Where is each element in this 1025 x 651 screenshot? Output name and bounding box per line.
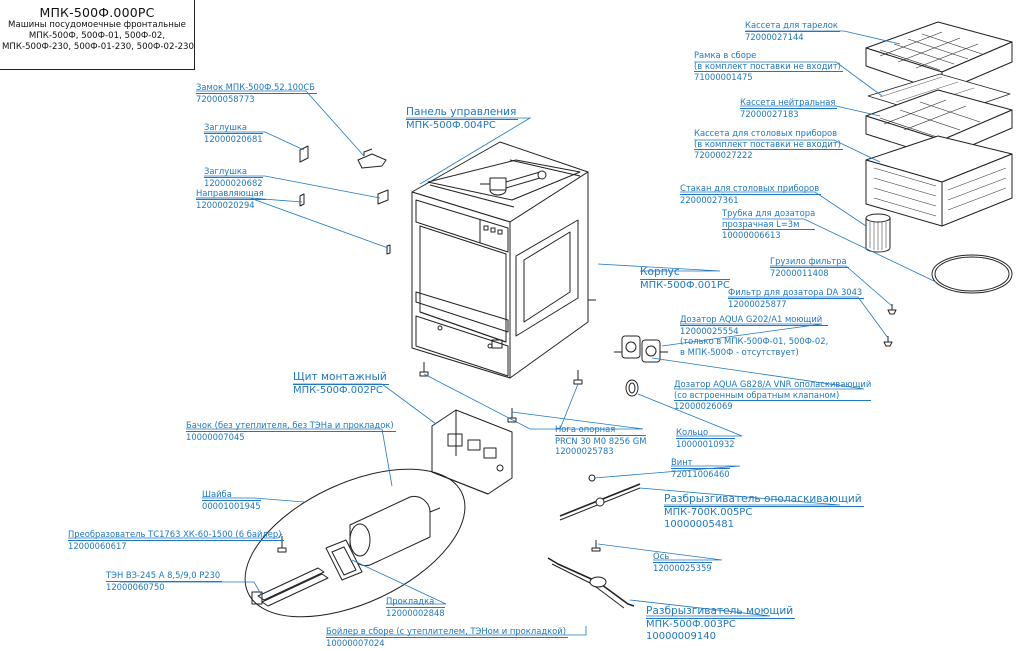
label-panel: Панель управления МПК-500Ф.004РС (406, 106, 519, 131)
title-line-3: МПК-500Ф-230, 500Ф-01-230, 500Ф-02-230 (2, 42, 194, 52)
title-block: МПК-500Ф.000РС Машины посудомоечные фрон… (0, 0, 195, 70)
wash-spray-arm (547, 557, 635, 609)
label-korpus: Корпус МПК-500Ф.001РС (640, 266, 730, 291)
drawing-number: МПК-500Ф.000РС (39, 5, 155, 20)
label-ten: ТЭН ВЗ-245 А 8,5/9,0 Р230 12000060750 (106, 570, 223, 592)
label-filtr: Фильтр для дозатора DA 3043 12000025877 (728, 287, 865, 309)
label-shayba: Шайба 00001001945 (202, 489, 261, 511)
cutlery-rack (865, 135, 1013, 227)
label-bachok: Бачок (без утеплителя, без ТЭНа и прокла… (186, 420, 396, 442)
leader-lines (68, 30, 937, 636)
mounting-panel (431, 409, 513, 495)
label-kasseta-tarelok: Кассета для тарелок 72000027144 (745, 20, 840, 42)
label-napravlyayushchaya: Направляющая 12000020294 (196, 188, 266, 210)
label-shchit: Щит монтажный МПК-500Ф.002РС (293, 371, 389, 396)
label-boyler: Бойлер в сборе (с утеплителем, ТЭНом и п… (326, 626, 569, 648)
label-zamok: Замок МПК-500Ф.52.100СБ 72000058773 (196, 82, 317, 104)
label-preobrazovatel: Преобразователь ТС1763 ХК-60-1500 (6 бай… (68, 529, 284, 551)
label-trubka: Трубка для дозатора прозрачная L=3м 1000… (722, 208, 816, 240)
dosing-tube (931, 254, 1013, 294)
label-gruzilo: Грузило фильтра 72000011408 (770, 256, 849, 278)
label-ramka: Рамка в сборе (в комплект поставки не вх… (694, 50, 843, 82)
label-koltso: Кольцо 10000010932 (676, 427, 735, 449)
label-kasseta-neytr: Кассета нейтральная 72000027183 (740, 97, 838, 119)
label-dozator-moyushchiy: Дозатор AQUA G202/A1 моющий 12000025554 … (680, 314, 829, 357)
filter-parts (883, 304, 897, 347)
machine-body (411, 141, 596, 379)
plug-parts (299, 145, 391, 255)
label-kasseta-stolovyh: Кассета для столовых приборов (в комплек… (694, 128, 843, 160)
o-ring (625, 379, 639, 397)
label-vint: Винт 72011006460 (671, 457, 730, 479)
title-line-1: Машины посудомоечные фронтальные (8, 20, 186, 30)
label-stakan: Стакан для столовых приборов 22000027361 (680, 183, 822, 205)
cutlery-cup (865, 213, 891, 253)
dispensers (614, 335, 668, 363)
label-zaglushka-2: Заглушка 12000020682 (204, 166, 263, 188)
lock-part (357, 148, 387, 169)
label-razbryzg-opolask: Разбрызгиватель ополаскивающий МПК-700К.… (664, 493, 864, 530)
boiler-assembly (244, 468, 466, 618)
label-dozator-opolask: Дозатор AQUA G828/A VNR ополаскивающий (… (674, 379, 872, 411)
title-line-2: МПК-500Ф, 500Ф-01, 500Ф-02, (28, 31, 166, 41)
axle (591, 540, 601, 552)
label-os: Ось 12000025359 (653, 551, 712, 573)
label-zaglushka-1: Заглушка 12000020681 (204, 122, 263, 144)
label-noga: Нога опорная PRCN 30 M0 8256 GM 12000025… (555, 424, 647, 456)
label-razbryzg-moyushchiy: Разбрызгиватель моющий МПК-500Ф.003РС 10… (646, 605, 796, 642)
rinse-spray-arm (559, 474, 641, 521)
label-prokladka: Прокладка 12000002848 (386, 596, 445, 618)
